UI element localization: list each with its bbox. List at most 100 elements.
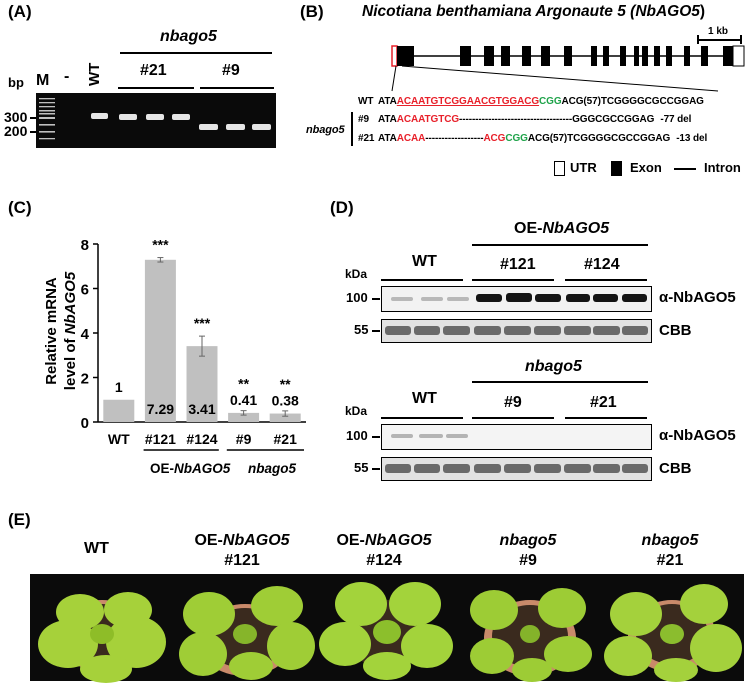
chart-category-label: #21 (274, 431, 298, 447)
lane-label-m: M (36, 72, 50, 89)
plant-photo-21 (600, 574, 744, 682)
panel-d-top-line-121: #121 (500, 256, 536, 273)
lane-label-neg: - (64, 68, 70, 85)
chart-significance-label: ** (238, 376, 249, 392)
panel-d-bottom-9-line (472, 417, 554, 419)
panel-d-bottom-group-line (472, 381, 648, 383)
marker-300: 300 (4, 109, 28, 125)
seq-21-pam: CGG (505, 133, 528, 144)
panel-a-label: (A) (8, 2, 32, 21)
legend-utr-box (554, 161, 565, 176)
plant-photo-wt (30, 574, 174, 683)
agarose-gel-image (36, 93, 276, 148)
panel-d-bottom-antibody-label: α-NbAGO5 (659, 427, 736, 444)
chart-y-tick-label: 6 (81, 282, 89, 299)
chart-bar (228, 412, 260, 422)
chart-value-label: 1 (115, 379, 123, 395)
bp-unit-label: bp (8, 75, 24, 90)
seq-21-target-2: ACG (483, 133, 506, 144)
panel-d-top-kda: kDa (345, 267, 368, 281)
marker-300-tick (30, 117, 37, 119)
panel-d-top-tick-100 (372, 298, 380, 300)
plant-title-121-gene: NbAGO5 (222, 532, 290, 549)
chart-category-label: #121 (145, 431, 176, 447)
seq-21-dashes: ------------------ (425, 133, 484, 144)
seq-wt-label: WT (358, 96, 374, 107)
chart-bar (144, 259, 176, 422)
gene-structure-diagram (391, 45, 745, 92)
panel-a-group-label: nbago5 (160, 28, 217, 45)
seq-9-target: ACAATGTCG (396, 114, 460, 125)
lane-label-21: #21 (140, 62, 167, 79)
chart-bar (103, 399, 135, 422)
western-blot-bottom-cbb (381, 457, 652, 481)
seq-9-pre: ATA (378, 114, 397, 125)
plant-title-21-line1: nbago5 (641, 532, 699, 549)
western-blot-bottom-antibody (381, 424, 652, 450)
seq-21-del: -13 del (676, 133, 708, 144)
panel-d-label: (D) (330, 198, 354, 217)
lane-label-9: #9 (222, 62, 240, 79)
scale-bar-right-cap (740, 35, 742, 44)
panel-d-top-antibody-label: α-NbAGO5 (659, 289, 736, 306)
seq-group-label: nbago5 (306, 124, 345, 136)
seq-9-post: GGGCGCCGGAG (572, 114, 655, 125)
panel-a-line-21 (118, 87, 194, 89)
panel-d-top-wt-line (381, 279, 463, 281)
chart-category-label: WT (108, 431, 130, 447)
panel-d-bottom-marker-100: 100 (346, 428, 368, 443)
plant-title-9-line2: #9 (519, 552, 537, 569)
seq-9-dashes: ----------------------------------- (459, 114, 573, 125)
seq-group-bracket (351, 112, 353, 146)
chart-significance-label: *** (194, 315, 211, 331)
seq-wt-pre: ATA (378, 96, 397, 107)
plant-title-121-prefix: OE- (194, 532, 223, 549)
marker-200: 200 (4, 123, 28, 139)
chart-y-tick-label: 8 (81, 237, 89, 254)
panel-d-top-group-line (472, 244, 648, 246)
panel-d-top-wt: WT (412, 253, 437, 270)
panel-e-label: (E) (8, 510, 31, 529)
panel-d-top-prefix: OE- (514, 220, 543, 237)
panel-c-group1-prefix: OE- (150, 461, 175, 476)
chart-y-tick-label: 4 (81, 326, 90, 343)
panel-d-bottom-tick-100 (372, 436, 380, 438)
chart-value-label: 0.41 (230, 392, 257, 408)
legend-exon-box (611, 161, 622, 176)
chart-significance-label: ** (280, 376, 291, 392)
panel-d-bottom-wt: WT (412, 390, 437, 407)
plant-title-wt: WT (84, 540, 109, 557)
plant-title-124-line1: OE-NbAGO5 (318, 531, 450, 551)
chart-value-label: 7.29 (147, 401, 174, 417)
panel-d-bottom-21-line (565, 417, 647, 419)
panel-d-bottom-cbb-label: CBB (659, 460, 692, 477)
chart-bars: 1WT7.29***#1213.41***#1240.41**#90.38**#… (103, 237, 304, 451)
seq-wt-target: ACAATGTCGGAACGTGGACG (396, 96, 540, 107)
panel-b-title: Nicotiana benthamiana Argonaute 5 (NbAGO… (362, 3, 705, 21)
panel-d-bottom-group: nbago5 (525, 358, 582, 375)
panel-a-group-line (120, 52, 272, 54)
plant-title-121-line2: #121 (224, 552, 260, 569)
plant-title-9-line1: nbago5 (499, 532, 557, 549)
panel-d-top-group: OE-NbAGO5 (514, 220, 609, 238)
legend-exon-label: Exon (630, 160, 662, 175)
seq-21-target: ACAA (396, 133, 426, 144)
seq-21-post: ACG(57)TCGGGGCGCCGGAG (527, 133, 671, 144)
panel-d-bottom-tick-55 (372, 468, 380, 470)
seq-wt-post: ACG(57)TCGGGGCGCCGGAG (561, 96, 704, 107)
panel-d-top-tick-55 (372, 330, 380, 332)
plant-title-21-line2: #21 (656, 552, 684, 569)
panel-d-bottom-line-21: #21 (590, 394, 617, 411)
plant-photo-124 (315, 574, 459, 681)
legend-intron-line (674, 168, 696, 170)
scale-bar-label: 1 kb (708, 26, 729, 37)
panel-d-bottom-line-9: #9 (504, 394, 522, 411)
panel-d-top-marker-55: 55 (354, 322, 369, 337)
plant-title-121-line1: OE-NbAGO5 (176, 531, 308, 551)
chart-y-tick-label: 2 (81, 371, 89, 388)
panel-a-line-9 (200, 87, 274, 89)
panel-d-top-gene: NbAGO5 (542, 220, 610, 237)
